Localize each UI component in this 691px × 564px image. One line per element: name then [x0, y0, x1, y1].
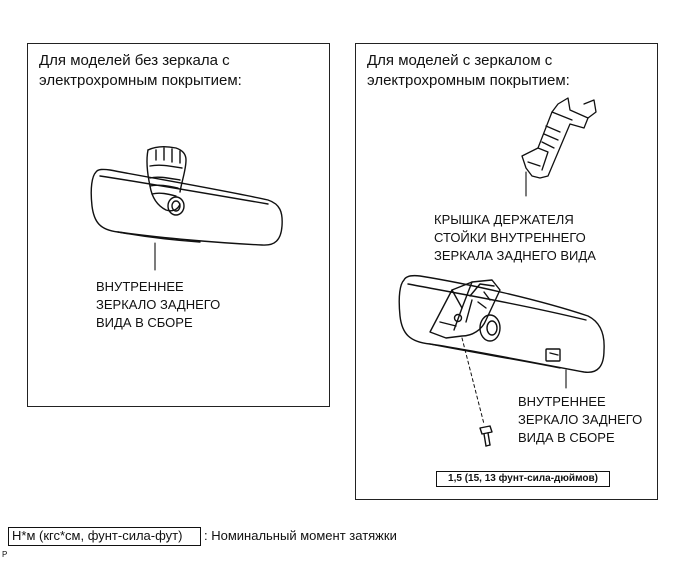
left-diagram-panel: Для моделей без зеркала с электрохромным…: [27, 43, 330, 407]
footer-mark: P: [2, 550, 8, 559]
left-mirror-label: ВНУТРЕННЕЕ ЗЕРКАЛО ЗАДНЕГО ВИДА В СБОРЕ: [96, 279, 221, 330]
left-mirror-illustration: [90, 145, 283, 271]
right-mirror-label: ВНУТРЕННЕЕ ЗЕРКАЛО ЗАДНЕГО ВИДА В СБОРЕ: [518, 394, 643, 445]
left-panel-title: Для моделей без зеркала с электрохромным…: [39, 52, 242, 89]
holder-cover-illustration: [521, 97, 597, 179]
torque-legend-description: : Номинальный момент затяжки: [204, 528, 397, 543]
torque-spec-box: 1,5 (15, 13 фунт-сила-дюймов): [436, 471, 610, 487]
right-diagram-panel: Для моделей с зеркалом с электрохромным …: [355, 43, 658, 500]
torque-legend-box: Н*м (кгс*см, фунт-сила-фут): [8, 527, 201, 546]
right-mirror-illustration: [398, 171, 605, 447]
right-panel-title: Для моделей с зеркалом с электрохромным …: [367, 52, 570, 89]
holder-cover-label: КРЫШКА ДЕРЖАТЕЛЯ СТОЙКИ ВНУТРЕННЕГО ЗЕРК…: [434, 212, 596, 263]
